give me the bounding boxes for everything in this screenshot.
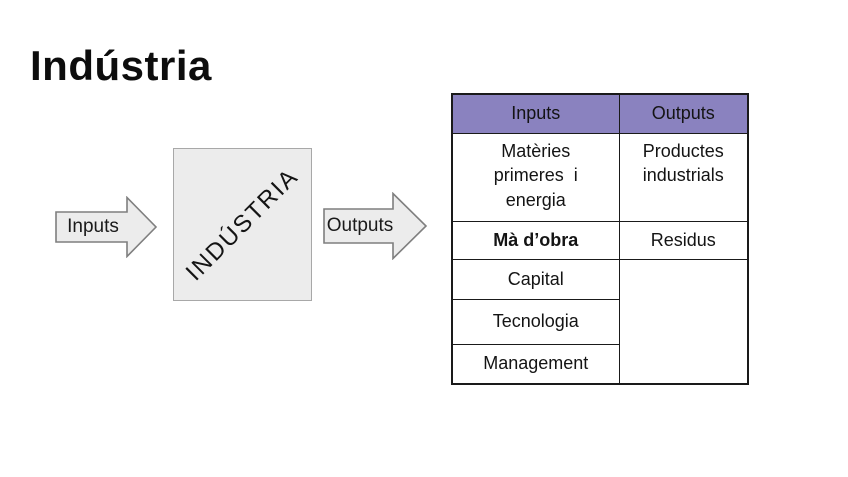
cell-management: Management [451,343,620,385]
cell-outputs-empty [618,258,749,385]
input-arrow-label: Inputs [67,216,119,237]
output-arrow-label: Outputs [326,215,394,236]
output-arrow: Outputs [323,192,428,260]
table-header-outputs: Outputs [618,93,749,134]
inputs-outputs-table: Inputs Outputs Matèries primeres i energ… [451,93,749,385]
table-row: Matèries primeres i energia Productes in… [451,132,749,222]
table-row: Management [451,343,748,385]
table-row: Mà d’obra Residus [451,220,749,260]
table-row: Tecnologia [451,298,748,345]
table-header-row: Inputs Outputs [451,93,749,134]
cell-materies-primeres: Matèries primeres i energia [451,132,620,222]
right-arrow-icon [55,196,158,258]
cell-productes-industrials: Productes industrials [618,132,749,222]
cell-residus: Residus [618,220,749,260]
table-header-inputs: Inputs [451,93,620,134]
cell-tecnologia: Tecnologia [451,298,620,345]
industry-box: INDÚSTRIA [173,148,312,301]
industry-box-label: INDÚSTRIA [180,162,304,286]
input-arrow: Inputs [55,196,158,258]
page-title: Indústria [30,42,212,89]
right-arrow-icon [323,192,428,260]
cell-capital: Capital [451,258,620,300]
cell-ma-dobra: Mà d’obra [451,220,620,260]
table-row: Capital [451,258,749,385]
